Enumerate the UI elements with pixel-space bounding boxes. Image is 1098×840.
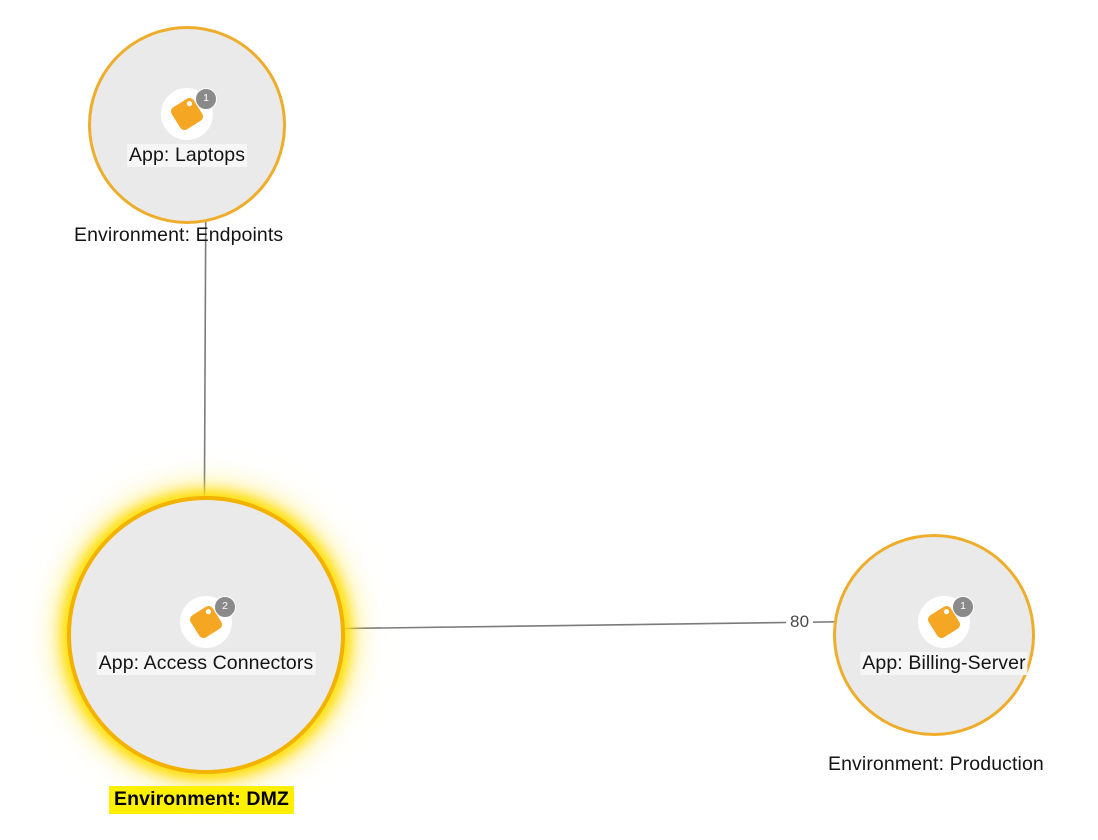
environment-label-dmz: Environment: DMZ <box>109 786 294 814</box>
app-node-billing-server[interactable]: 1 App: Billing-Server <box>860 596 1028 675</box>
environment-label-endpoints: Environment: Endpoints <box>74 224 284 246</box>
environment-node-production[interactable]: 1 App: Billing-Server <box>833 534 1035 736</box>
app-label-billing-server: App: Billing-Server <box>860 652 1028 675</box>
app-node-access-connectors[interactable]: 2 App: Access Connectors <box>96 596 316 675</box>
app-count-badge: 1 <box>195 88 217 110</box>
app-label-access-connectors: App: Access Connectors <box>96 652 316 675</box>
tag-icon <box>927 605 961 639</box>
tag-icon <box>170 97 204 131</box>
edge-label-access-connectors-to-billing-server: 80 <box>786 611 814 633</box>
tag-icon <box>189 605 223 639</box>
environment-label-production: Environment: Production <box>828 753 1044 775</box>
app-node-laptops[interactable]: 1 App: Laptops <box>126 88 248 167</box>
app-label-laptops: App: Laptops <box>126 144 248 167</box>
environment-node-dmz[interactable]: 2 App: Access Connectors <box>67 496 345 774</box>
environment-node-endpoints[interactable]: 1 App: Laptops <box>88 26 286 224</box>
app-count-badge: 1 <box>952 596 974 618</box>
app-count-badge: 2 <box>214 596 236 618</box>
